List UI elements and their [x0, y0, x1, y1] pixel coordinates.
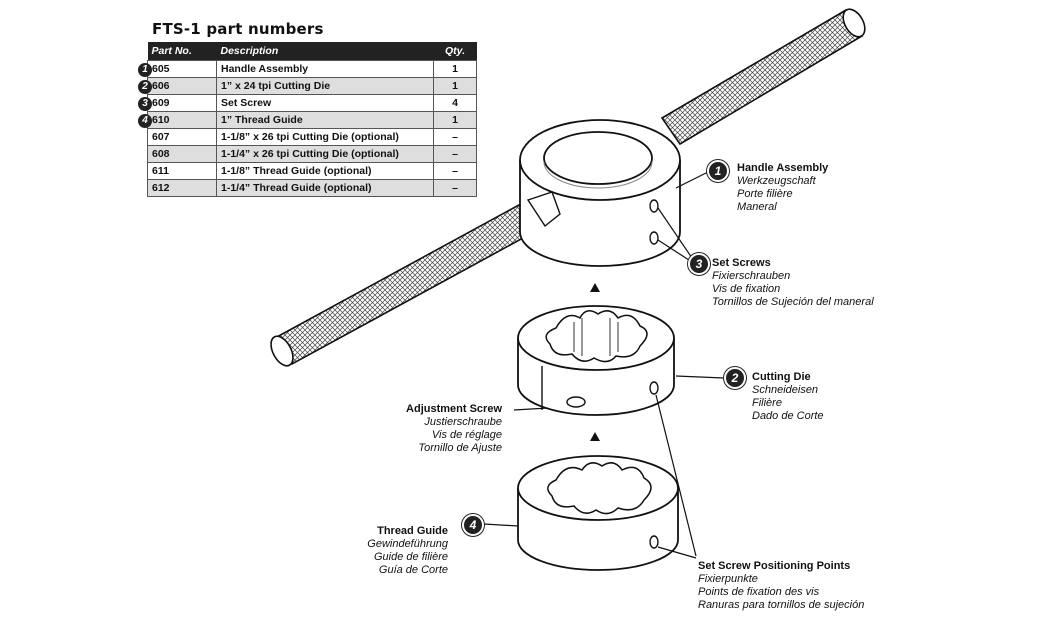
table-row: 607 1-1/8” x 26 tpi Cutting Die (optiona…	[147, 128, 477, 146]
part-number: 605	[147, 60, 217, 78]
callout-line: Vis de fixation	[712, 283, 781, 295]
page-title: FTS-1 part numbers	[152, 20, 324, 38]
part-number: 608	[147, 145, 217, 163]
callout-handle-assembly: Handle Assembly Werkzeugschaft Porte fil…	[737, 162, 828, 214]
callout-line: Schneideisen	[752, 384, 819, 396]
callout-line: Werkzeugschaft	[737, 175, 816, 187]
table-header-row: Part No. Description Qty.	[147, 42, 477, 61]
part-description: 1-1/4” Thread Guide (optional)	[216, 179, 434, 197]
part-number: 606	[147, 77, 217, 95]
callout-line: Filière	[752, 397, 782, 409]
handle-left-bar	[270, 198, 547, 367]
part-qty: 1	[433, 60, 477, 78]
callout-line: Tornillo de Ajuste	[418, 442, 502, 454]
part-number: 607	[147, 128, 217, 146]
callout-line: Porte filière	[737, 188, 793, 200]
header-qty: Qty.	[433, 42, 477, 61]
callout-thread-guide: Thread Guide Gewindeführung Guide de fil…	[338, 525, 448, 577]
leader-lines	[483, 171, 725, 559]
part-number: 610	[147, 111, 217, 129]
parts-table: Part No. Description Qty. 605 Handle Ass…	[147, 42, 477, 197]
arrow-up-1	[590, 283, 600, 292]
header-description: Description	[216, 42, 434, 61]
table-row: 611 1-1/8” Thread Guide (optional) –	[147, 162, 477, 180]
callout-line: Fixierschrauben	[712, 270, 791, 282]
callout-number-cuttingdie: 2	[724, 367, 746, 389]
part-description: 1-1/8” x 26 tpi Cutting Die (optional)	[216, 128, 434, 146]
header-part-no: Part No.	[147, 42, 217, 61]
part-qty: –	[433, 179, 477, 197]
part-number: 611	[147, 162, 217, 180]
table-row: 610 1” Thread Guide 1	[147, 111, 477, 129]
part-qty: –	[433, 162, 477, 180]
part-number: 612	[147, 179, 217, 197]
callout-line: Ranuras para tornillos de sujeción	[698, 599, 865, 611]
handle-right-bar	[660, 8, 866, 146]
thread-guide	[517, 455, 679, 571]
row-badge-3: 3	[138, 97, 152, 111]
callout-cutting-die: Cutting Die Schneideisen Filière Dado de…	[752, 371, 824, 423]
callout-number-handle: 1	[707, 160, 729, 182]
part-number: 609	[147, 94, 217, 112]
part-qty: –	[433, 145, 477, 163]
part-description: 1” Thread Guide	[216, 111, 434, 129]
arrow-up-2	[590, 432, 600, 441]
part-description: 1” x 24 tpi Cutting Die	[216, 77, 434, 95]
part-description: 1-1/8” Thread Guide (optional)	[216, 162, 434, 180]
part-qty: 1	[433, 111, 477, 129]
part-description: Set Screw	[216, 94, 434, 112]
table-row: 608 1-1/4” x 26 tpi Cutting Die (optiona…	[147, 145, 477, 163]
row-badge-2: 2	[138, 80, 152, 94]
callout-heading: Thread Guide	[377, 525, 448, 537]
table-row: 606 1” x 24 tpi Cutting Die 1	[147, 77, 477, 95]
callout-line: Tornillos de Sujeción del maneral	[712, 296, 874, 308]
callout-heading: Cutting Die	[752, 371, 811, 383]
part-description: 1-1/4” x 26 tpi Cutting Die (optional)	[216, 145, 434, 163]
callout-positioning-points: Set Screw Positioning Points Fixierpunkt…	[698, 560, 864, 612]
callout-set-screws: Set Screws Fixierschrauben Vis de fixati…	[712, 257, 874, 309]
cutting-die	[517, 305, 675, 416]
callout-line: Vis de réglage	[431, 429, 502, 441]
table-row: 609 Set Screw 4	[147, 94, 477, 112]
callout-heading: Set Screws	[712, 257, 771, 269]
callout-heading: Set Screw Positioning Points	[698, 560, 851, 572]
callout-number-setscrews: 3	[688, 253, 710, 275]
callout-number-guide: 4	[462, 514, 484, 536]
table-row: 605 Handle Assembly 1	[147, 60, 477, 78]
callout-line: Gewindeführung	[367, 538, 448, 550]
callout-line: Dado de Corte	[752, 410, 824, 422]
part-qty: 1	[433, 77, 477, 95]
callout-line: Guía de Corte	[378, 564, 448, 576]
callout-heading: Adjustment Screw	[406, 403, 502, 415]
callout-adjustment-screw: Adjustment Screw Justierschraube Vis de …	[360, 403, 502, 455]
part-qty: 4	[433, 94, 477, 112]
row-badge-4: 4	[138, 114, 152, 128]
part-qty: –	[433, 128, 477, 146]
row-badge-1: 1	[138, 63, 152, 77]
callout-line: Points de fixation des vis	[698, 586, 820, 598]
callout-heading: Handle Assembly	[737, 162, 829, 174]
table-row: 612 1-1/4” Thread Guide (optional) –	[147, 179, 477, 197]
callout-line: Guide de filière	[374, 551, 448, 563]
part-description: Handle Assembly	[216, 60, 434, 78]
callout-line: Fixierpunkte	[698, 573, 758, 585]
callout-line: Maneral	[737, 201, 777, 213]
callout-line: Justierschraube	[424, 416, 502, 428]
handle-body	[519, 119, 681, 267]
